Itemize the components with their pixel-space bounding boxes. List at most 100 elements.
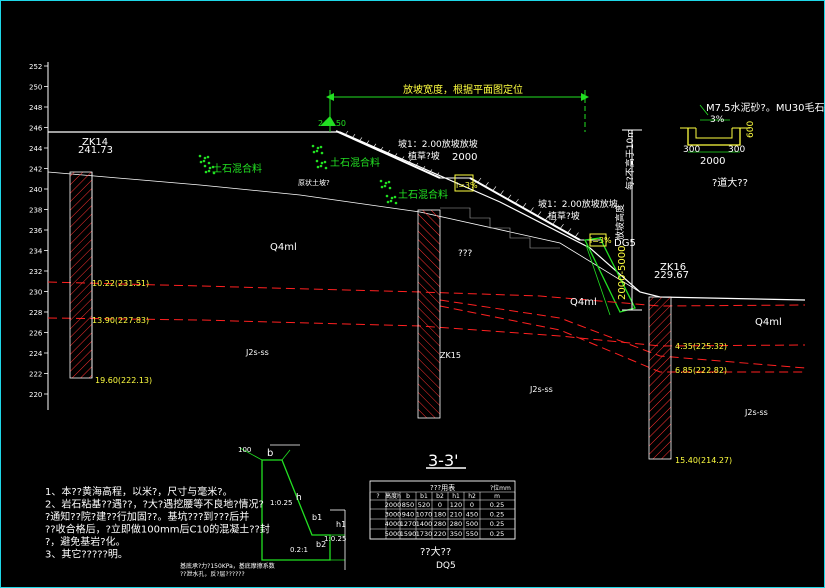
slope-tick: [421, 166, 426, 171]
table-cell: 550: [466, 530, 478, 538]
fill-dot: [315, 159, 319, 163]
fill-dot: [393, 195, 397, 199]
ditch-dim-600: 600: [746, 121, 756, 138]
fill-dot: [386, 200, 390, 204]
wall-caption: ??大??: [420, 545, 451, 558]
vertical-dim-label: 2000-5000: [617, 245, 628, 300]
slope-tick: [507, 194, 512, 199]
zk16-elev: 229.67: [654, 270, 689, 281]
slope-tick: [522, 203, 527, 208]
table-cell: 500: [466, 520, 478, 528]
fill-dot: [387, 180, 391, 184]
fill-dot: [384, 181, 388, 185]
axis-tick-label: 234: [29, 248, 43, 256]
table-cell: 120: [450, 501, 462, 509]
soil-q4-3: Q4ml: [755, 317, 782, 328]
table-header-cell: m: [494, 493, 500, 500]
table-cell: 0.25: [490, 520, 504, 528]
note-line: 3、其它?????明。: [45, 548, 128, 561]
table-cell: 5000: [385, 530, 402, 538]
top-point-elev: 241.50: [318, 119, 346, 128]
fill-dot: [390, 196, 394, 200]
table-header-cell: b1: [420, 493, 428, 500]
wall-slope-label-1: 1:0.25: [270, 499, 292, 507]
slope-label-1b: 植草?坡: [408, 150, 440, 162]
fill-dot: [319, 164, 323, 168]
slope-tick: [393, 153, 398, 158]
slope-tick: [400, 156, 405, 161]
table-header-cell: b: [406, 493, 410, 500]
fill-dot: [324, 166, 328, 170]
elevation-axis: 2522502482462442422402382362342322302282…: [29, 62, 49, 410]
note-line: ?，避免基岩?化。: [45, 535, 126, 548]
zk16-id: ZK16: [660, 262, 686, 273]
table-header-cell: h1: [452, 493, 460, 500]
axis-tick-label: 228: [29, 309, 42, 317]
axis-tick-label: 236: [29, 227, 43, 235]
fill-dot: [379, 179, 383, 183]
ditch-dim-300b: 300: [728, 145, 745, 155]
slope-tick: [485, 182, 489, 187]
note-line: ??收合格后，?立即做100mm后C10的混凝土??封: [45, 523, 270, 536]
note-line: 2、岩石粘基??遇??，?大?遇挖腰等不良地?情况?: [45, 498, 264, 511]
ditch-title: M7.5水泥砂?。MU30毛石砌: [706, 101, 825, 114]
fill-dot: [208, 166, 212, 170]
ditch-dim-300a: 300: [683, 145, 700, 155]
zk14-id: ZK14: [82, 137, 108, 148]
fill-dot: [320, 161, 324, 165]
fill-dot: [207, 169, 211, 173]
fill-dot: [385, 194, 389, 198]
wall-b-label: b: [267, 448, 273, 459]
wall-foot-label: 0.2:1: [290, 546, 308, 554]
zk14-layer2: 13.90(227.83): [92, 316, 149, 325]
orig-ground-label: 原状土坡?: [298, 178, 330, 187]
fill-label-1: 土石混合料: [212, 162, 262, 175]
slope-tick: [477, 177, 482, 183]
wall-100-label: 100: [238, 446, 251, 454]
fill-dot: [203, 156, 207, 160]
wall-b2-label: b2: [316, 540, 326, 549]
table-cell: 1590: [400, 530, 417, 538]
slope-tick: [575, 232, 579, 237]
vertical-dimension: [622, 129, 642, 311]
slope-tick: [530, 207, 534, 212]
zk16-layer1: 4.35(225.32): [675, 342, 727, 351]
table-cell: 0.25: [490, 501, 504, 509]
slope-tick: [560, 224, 564, 229]
soil-q4-1: Q4ml: [270, 242, 297, 253]
slope-tick: [414, 162, 419, 168]
table-cell: 1400: [416, 520, 433, 528]
table-cell: 0.25: [490, 530, 504, 538]
axis-tick-label: 232: [29, 268, 42, 276]
note-line: ?通知??院?建??行加固??。基坑???到???后并: [45, 510, 249, 523]
table-cell: 3000: [385, 511, 402, 519]
fill-dot: [389, 199, 393, 203]
slope-tick: [358, 137, 363, 142]
axis-tick-label: 246: [29, 125, 43, 133]
wall-slope-label-2: 1:0.25: [324, 535, 346, 543]
slope-tick: [428, 169, 433, 174]
fill-dot: [204, 170, 208, 174]
wall-b1-label: b1: [312, 513, 322, 522]
slope-tick: [492, 186, 497, 191]
table-header-cell: b2: [436, 493, 444, 500]
borehole-zk14: [69, 171, 93, 379]
axis-tick-label: 220: [29, 391, 42, 399]
fill-material-dots: [198, 144, 398, 205]
top-dimension-label: 放坡宽度，根据平面图定位: [403, 83, 523, 96]
ditch-detail: [680, 104, 750, 153]
table-header-cell: h2: [468, 493, 476, 500]
rock-label-2: J2s-ss: [529, 385, 553, 394]
ditch-dim-2000: 2000: [700, 156, 725, 167]
slope-label-2b: 植草?坡: [548, 210, 580, 222]
retaining-wall-detail: [239, 444, 346, 570]
table-cell: 0: [438, 501, 442, 509]
vertical-note-label: 放坡高度: [614, 204, 626, 240]
slope-tick: [407, 159, 412, 164]
table-cell: 350: [450, 530, 462, 538]
slope-tick: [435, 172, 440, 177]
fill-dot: [207, 161, 211, 165]
zk14-layer1: 10.22(231.51): [92, 279, 149, 288]
table-header-cell: 高度h: [385, 492, 401, 500]
fill-dot: [394, 201, 398, 205]
